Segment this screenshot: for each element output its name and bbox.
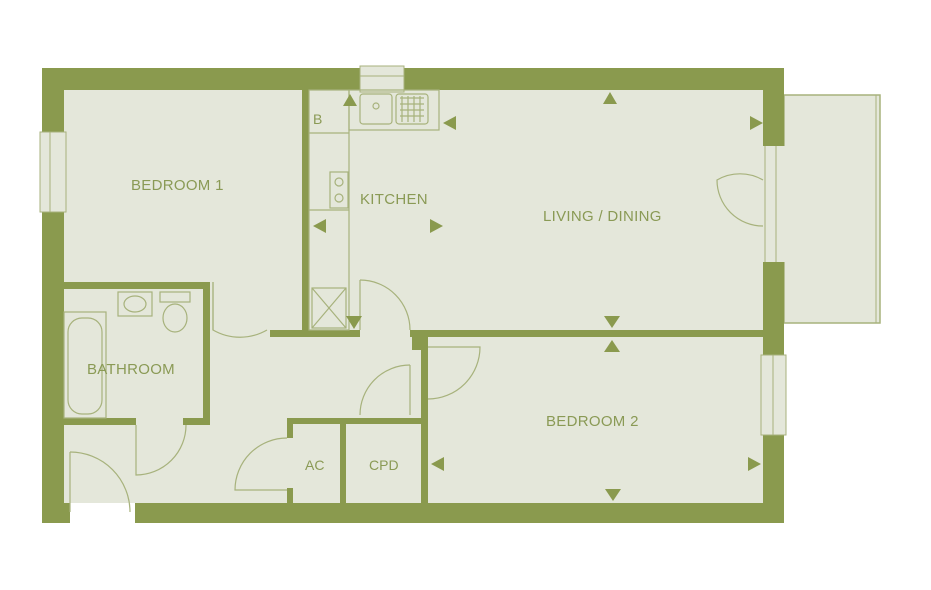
interior-walls bbox=[64, 90, 763, 503]
dimension-arrows bbox=[313, 92, 763, 501]
basin-icon bbox=[117, 291, 153, 317]
kitchen-counters bbox=[308, 89, 440, 331]
room-label-bedroom-1: BEDROOM 1 bbox=[131, 177, 224, 194]
sink-icon bbox=[359, 93, 429, 125]
room-label-bathroom: BATHROOM bbox=[87, 361, 175, 378]
appliance-icon bbox=[311, 287, 347, 329]
floor-area bbox=[42, 68, 784, 523]
room-label-kitchen: KITCHEN bbox=[360, 191, 428, 208]
bathtub-icon bbox=[63, 311, 107, 419]
boiler-label: B bbox=[313, 111, 322, 127]
toilet-icon bbox=[159, 291, 191, 333]
doors bbox=[69, 173, 764, 513]
room-label-cpd: CPD bbox=[369, 457, 399, 473]
room-label-living-dining: LIVING / DINING bbox=[543, 208, 662, 225]
hob-icon bbox=[329, 171, 349, 209]
windows bbox=[39, 65, 787, 523]
balcony bbox=[783, 94, 881, 324]
room-label-ac: AC bbox=[305, 457, 324, 473]
room-label-bedroom-2: BEDROOM 2 bbox=[546, 413, 639, 430]
